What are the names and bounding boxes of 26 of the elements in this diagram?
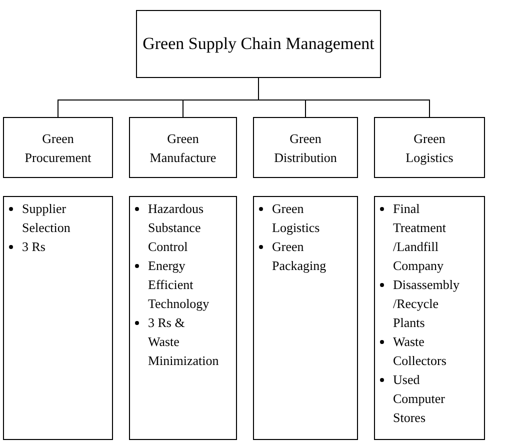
- list-box: [253, 196, 358, 440]
- text-box: [136, 10, 381, 78]
- text-box: [3, 117, 113, 178]
- text-box: [129, 117, 237, 178]
- list-item-text: Green Logistics: [272, 200, 321, 237]
- list-item-text: 3 Rs: [22, 238, 46, 256]
- list-item-text: 3 Rs & Waste Minimization: [148, 314, 219, 370]
- connector-line: [258, 78, 430, 118]
- list-item-text: Waste Collectors: [393, 333, 448, 370]
- list-item-text: Supplier Selection: [22, 200, 72, 237]
- list-box: [3, 196, 113, 440]
- list-item-text: Green Packaging: [272, 238, 328, 275]
- list-item-text: Used Computer Stores: [393, 371, 446, 427]
- category-heading: Green Logistics: [404, 130, 454, 166]
- text-box: [253, 117, 358, 178]
- list-item-text: Energy Efficient Technology: [148, 257, 210, 313]
- text-box: [374, 117, 485, 178]
- category-heading: Green Manufacture: [148, 130, 218, 166]
- list-item-text: Disassembly /Recycle Plants: [393, 276, 460, 332]
- list-box: [374, 196, 485, 440]
- category-heading: Green Distribution: [273, 130, 338, 166]
- list-item-text: Final Treatment /Landfill Company: [393, 200, 447, 275]
- category-heading: Green Procurement: [24, 130, 92, 166]
- list-box: [129, 196, 237, 440]
- list-item-text: Hazardous Substance Control: [148, 200, 205, 256]
- title-text: Green Supply Chain Management: [142, 33, 374, 55]
